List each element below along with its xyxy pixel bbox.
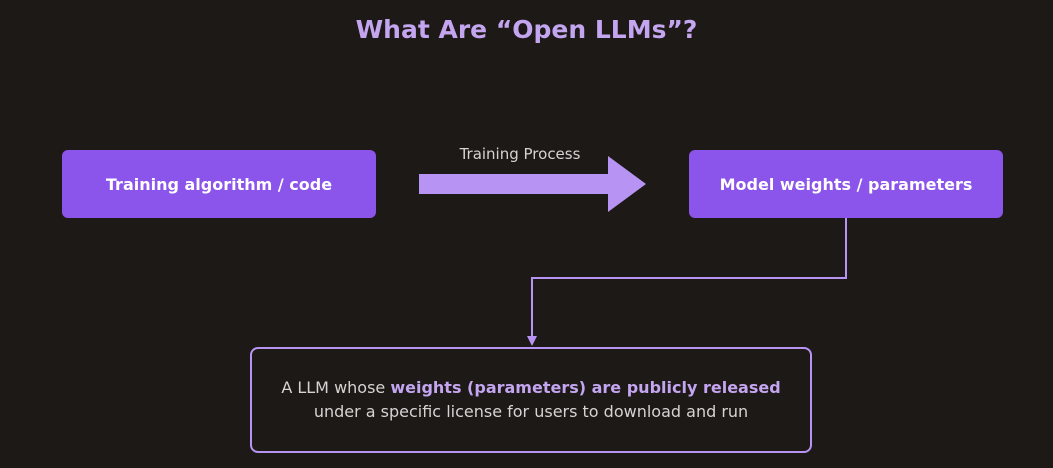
weights-to-definition-connector [531, 218, 847, 338]
training-process-label: Training Process [459, 145, 581, 163]
open-llm-definition: A LLM whose weights (parameters) are pub… [250, 347, 812, 453]
definition-line-1: A LLM whose weights (parameters) are pub… [281, 376, 780, 400]
training-code-node: Training algorithm / code [62, 150, 376, 218]
definition-line-2: under a specific license for users to do… [313, 402, 749, 421]
connector-arrowhead [527, 336, 537, 346]
page-title: What Are “Open LLMs”? [355, 15, 698, 44]
training-process-arrow [419, 156, 646, 212]
model-weights-label: Model weights / parameters [719, 174, 973, 194]
definition-prefix: A LLM whose [281, 378, 391, 397]
model-weights-node: Model weights / parameters [689, 150, 1003, 218]
definition-highlight: weights (parameters) are publicly releas… [390, 378, 781, 397]
training-code-label: Training algorithm / code [105, 174, 333, 194]
